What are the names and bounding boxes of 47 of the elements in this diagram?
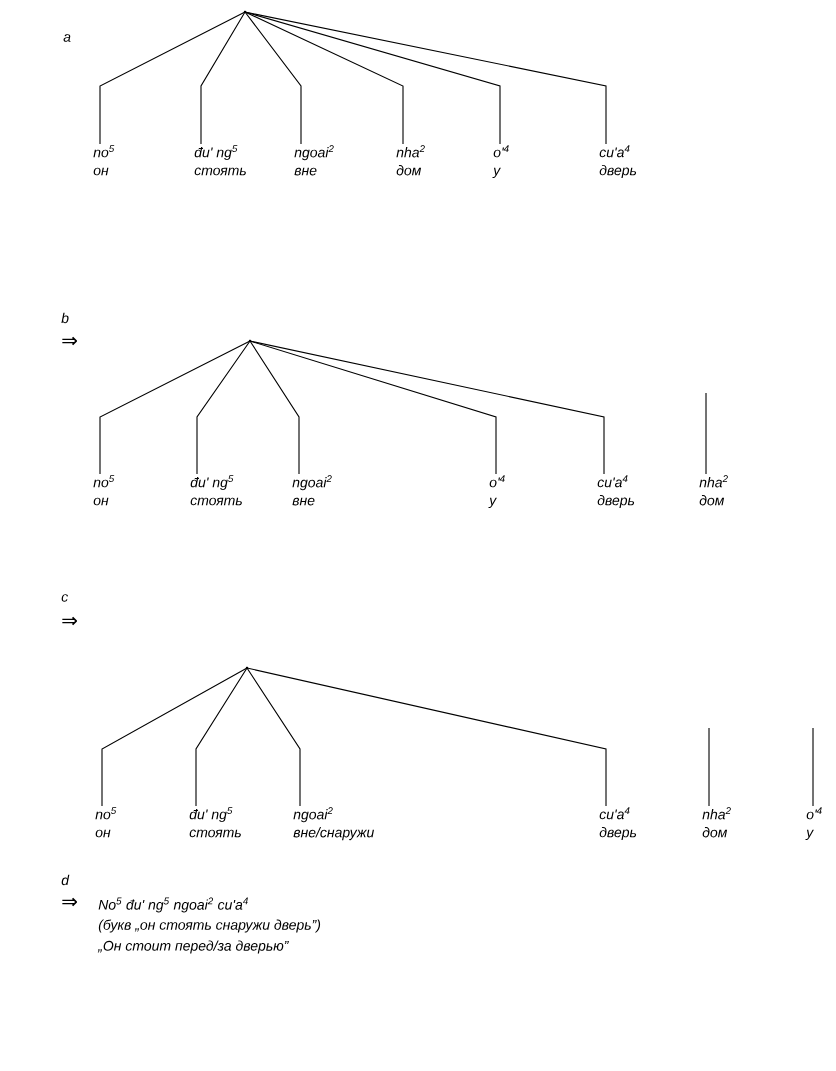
tree-branch <box>99 340 251 475</box>
tree-branch <box>244 11 607 145</box>
leaf-word-label: đu' ng$^{5}$ стоять <box>194 145 246 176</box>
tree-branch <box>249 340 300 475</box>
panel-letter: c <box>61 594 69 602</box>
leaf-word-label: ngoai$^{2}$ вне <box>292 475 332 506</box>
tree-branch <box>705 392 707 475</box>
double-arrow-symbol: ⇒ <box>62 897 77 907</box>
tree-branch <box>200 11 246 145</box>
translation-note: (букв „он стоять снаружи дверь”) <box>98 919 321 933</box>
leaf-word-label: cu'a$^{4}$ дверь <box>597 475 635 509</box>
tree-branch <box>244 11 302 145</box>
tree-branch <box>99 11 246 145</box>
leaf-word-label: ngoai$^{2}$ вне <box>294 145 334 176</box>
tree-branch <box>812 727 814 807</box>
tree-root-point <box>243 10 247 14</box>
leaf-word-label: no$^{5}$ он <box>93 145 115 176</box>
tree-branch <box>101 667 248 807</box>
double-arrow-symbol: ⇒ <box>62 616 77 626</box>
tree-root-point <box>245 666 249 670</box>
leaf-word-label: nha$^{2}$ дом <box>702 807 731 838</box>
double-arrow-symbol: ⇒ <box>62 336 77 346</box>
leaf-word-label: no$^{5}$ он <box>93 475 115 506</box>
leaf-word-label: no$^{5}$ он <box>95 807 117 838</box>
tree-branch <box>246 667 301 807</box>
leaf-word-label: o'$^{4}$ у <box>492 145 509 179</box>
panel-letter: a <box>63 34 71 42</box>
tree-branch <box>196 340 251 475</box>
leaf-word-label: nha$^{2}$ дом <box>699 475 728 506</box>
leaf-word-label: nha$^{2}$ дом <box>396 145 425 176</box>
tree-branch <box>708 727 710 807</box>
leaf-word-label: đu' ng$^{5}$ стоять <box>190 475 242 506</box>
leaf-word-label: ngoai$^{2}$ вне/снаружи <box>293 807 374 841</box>
tree-branch <box>195 667 248 807</box>
tree-root-point <box>248 339 252 343</box>
tree-branch <box>246 667 607 807</box>
leaf-word-label: cu'a$^{4}$ дверь <box>599 807 637 841</box>
leaf-word-label: o'$^{4}$ у <box>488 475 505 509</box>
translation-note: „Он стоит перед/за дверью” <box>97 940 289 954</box>
panel-letter: d <box>61 874 70 886</box>
leaf-word-label: o'$^{4}$ у <box>805 807 822 841</box>
sentence-text: No$^{5}$ đu' ng$^{5}$ ngoai$^{2}$ cu'a$^{4}$ <box>98 897 248 913</box>
panel-letter: b <box>61 312 69 324</box>
leaf-word-label: cu'a$^{4}$ дверь <box>599 145 637 179</box>
leaf-word-label: đu' ng$^{5}$ стоять <box>189 807 241 838</box>
tree-branch <box>244 11 404 145</box>
tree-branch <box>249 340 605 475</box>
